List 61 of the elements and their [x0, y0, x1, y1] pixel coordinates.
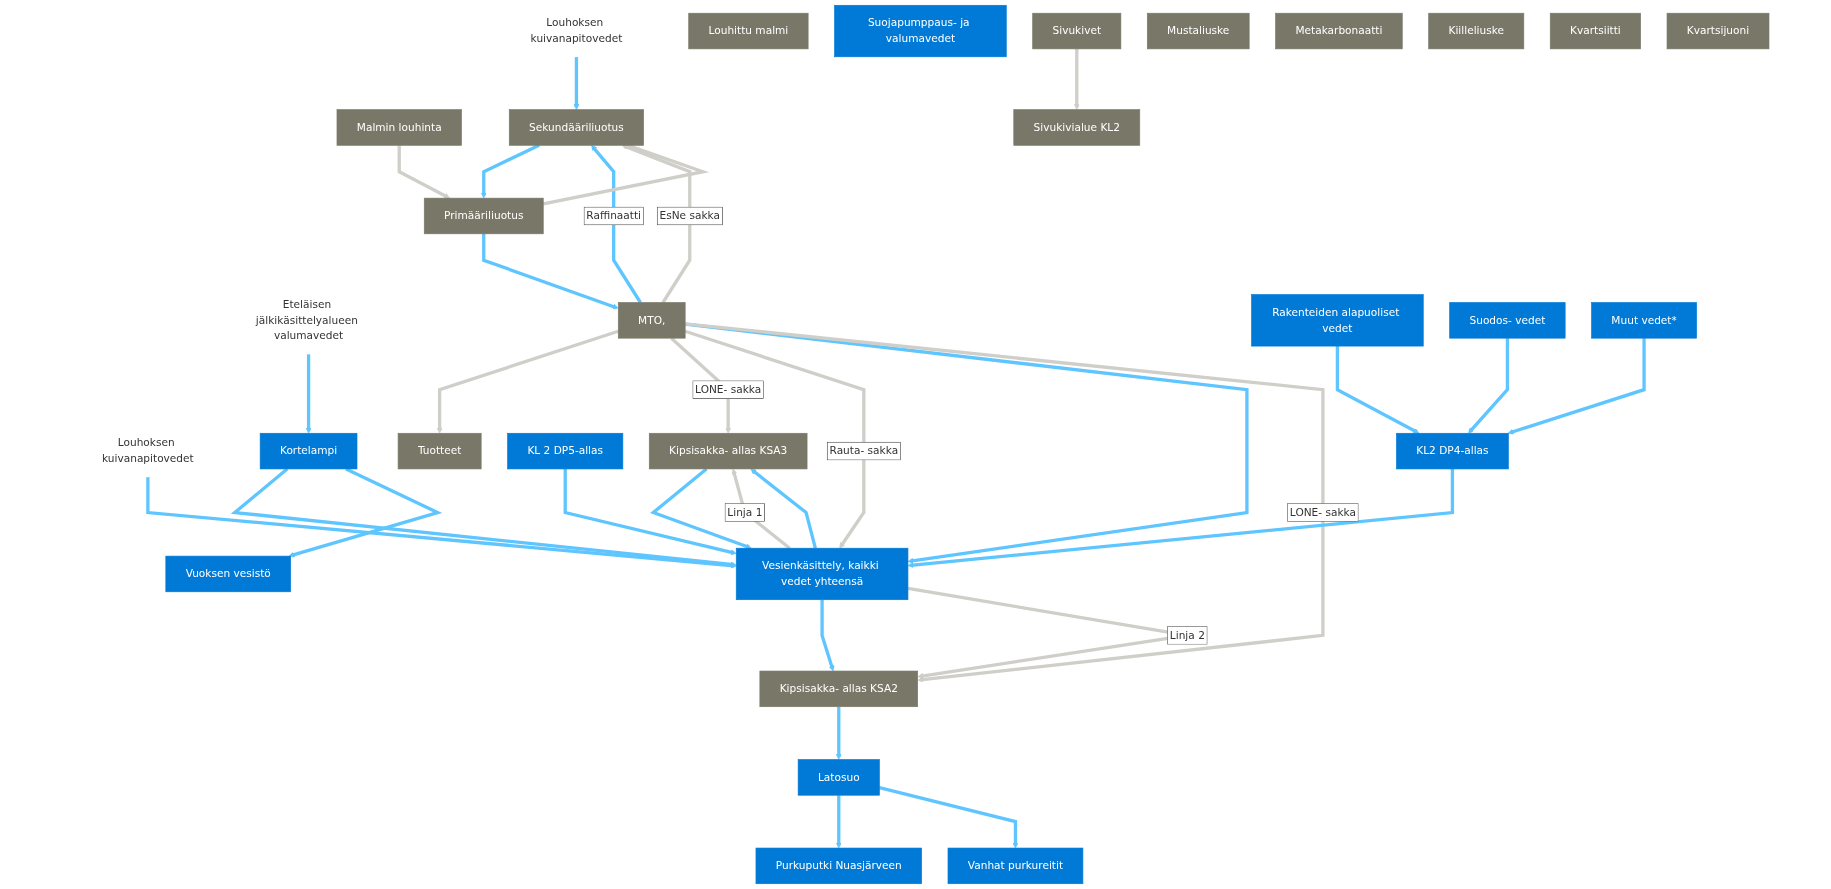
node-box: Kiilleliuske [1428, 12, 1525, 50]
node-box: Vuoksen vesistö [165, 555, 291, 593]
edge-label: Linja 1 [727, 505, 763, 519]
arrow [146, 476, 737, 569]
node-box: Latosuo [797, 759, 880, 796]
node-box: Sivukivet [1032, 12, 1122, 50]
arrow [650, 467, 752, 550]
arrow [397, 145, 450, 199]
arrow [1507, 338, 1646, 435]
arrow [1468, 338, 1510, 434]
node-box: Primääriliuotus [423, 197, 544, 235]
node-box: Mustaliuske [1146, 12, 1250, 50]
arrow [1073, 48, 1080, 110]
node-box: KL2 DP4-allas [1396, 432, 1509, 470]
arrow [835, 706, 842, 760]
arrow [750, 468, 817, 549]
arrow [685, 322, 1325, 683]
arrow [907, 468, 1455, 568]
arrow [879, 785, 1019, 849]
node-box: Purkuputki Nuasjärveen [755, 847, 922, 885]
arrow [230, 467, 737, 568]
node-box: Suojapumppaus- ja valumavedet [834, 4, 1007, 58]
node-box: Vesienkäsittely, kaikki vedet yhteensä [735, 547, 909, 601]
edge-label: Rauta- sakka [829, 444, 899, 458]
node-text: Eteläisen jälkikäsittelyalueen valumavedet [255, 297, 358, 343]
node-box: KL 2 DP5-allas [507, 432, 624, 470]
arrow [820, 599, 835, 672]
node-box: Suodos- vedet [1449, 302, 1566, 339]
node-box: Sivukivialue KL2 [1013, 109, 1141, 146]
node-box: Rakenteiden alapuoliset vedet [1251, 294, 1424, 347]
node-box: Kipsisakka- allas KSA2 [759, 670, 918, 708]
edge-label: LONE- sakka [695, 383, 762, 396]
node-box: Kipsisakka- allas KSA3 [648, 432, 808, 470]
node-box: Louhittu malmi [688, 12, 809, 50]
arrow [436, 329, 619, 434]
node-text: Louhoksen kuivanapitovedet [530, 16, 623, 45]
node-box: Malmin louhinta [336, 109, 462, 146]
node-box: MTO, [617, 302, 686, 339]
arrow [563, 468, 737, 556]
arrow [482, 233, 619, 310]
arrow [288, 467, 443, 558]
edge-label: Linja 2 [1169, 628, 1205, 642]
node-box: Sekundääriliuotus [508, 109, 644, 146]
arrow [305, 354, 312, 434]
edge-label: Raffinaatti [586, 209, 642, 222]
node-box: Metakarbonaatti [1275, 12, 1403, 50]
node-box: Tuotteet [397, 432, 482, 470]
node-box: Kvartsiitti [1549, 12, 1641, 50]
arrow [835, 795, 842, 849]
arrow [1335, 346, 1420, 434]
edge-label: LONE- sakka [1289, 505, 1356, 519]
node-box: Kvartsijuoni [1666, 12, 1770, 50]
node-box: Kortelampi [259, 432, 358, 470]
edge-label: EsNe sakka [659, 209, 720, 222]
node-box: Muut vedet* [1591, 302, 1697, 339]
arrow [542, 144, 710, 206]
arrow [621, 144, 692, 304]
arrow [591, 145, 642, 304]
node-text: Louhoksen kuivanapitovedet [102, 436, 194, 465]
node-box: Vanhat purkureitit [947, 847, 1084, 885]
arrow [573, 56, 580, 110]
